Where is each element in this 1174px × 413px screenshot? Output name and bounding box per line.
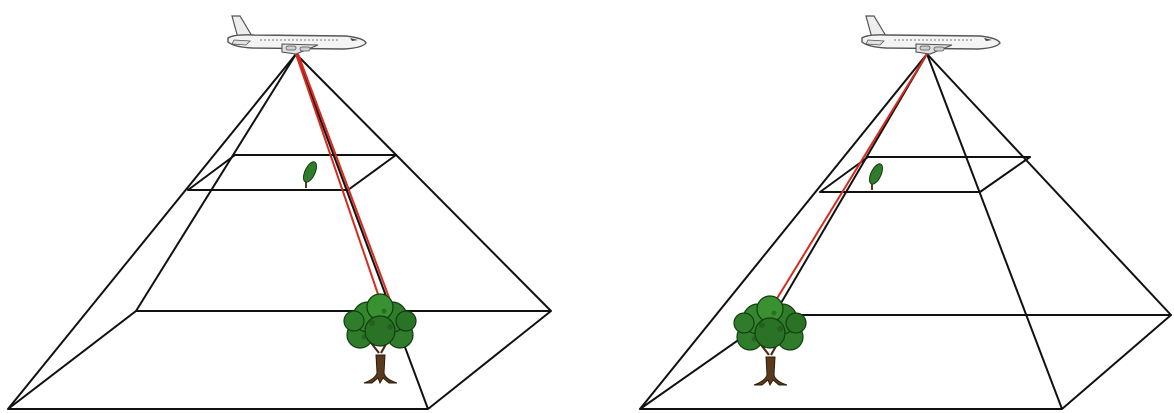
tree-projection-icon [301,160,319,188]
airplane-icon [228,16,366,54]
tree-icon [344,294,416,383]
frustum-edges-right [640,54,1171,409]
ground-plane-right [640,315,1171,409]
left-frustum-panel [8,16,551,409]
image-plane-right [820,157,1030,192]
ground-plane-left [8,311,551,409]
tree-icon [734,296,806,385]
ray-line-right [773,54,927,305]
frustum-edges-left [8,54,551,409]
airplane-icon [862,16,1000,54]
tree-projection-icon [867,162,885,190]
right-frustum-panel [640,16,1171,409]
image-plane-left [188,155,396,190]
